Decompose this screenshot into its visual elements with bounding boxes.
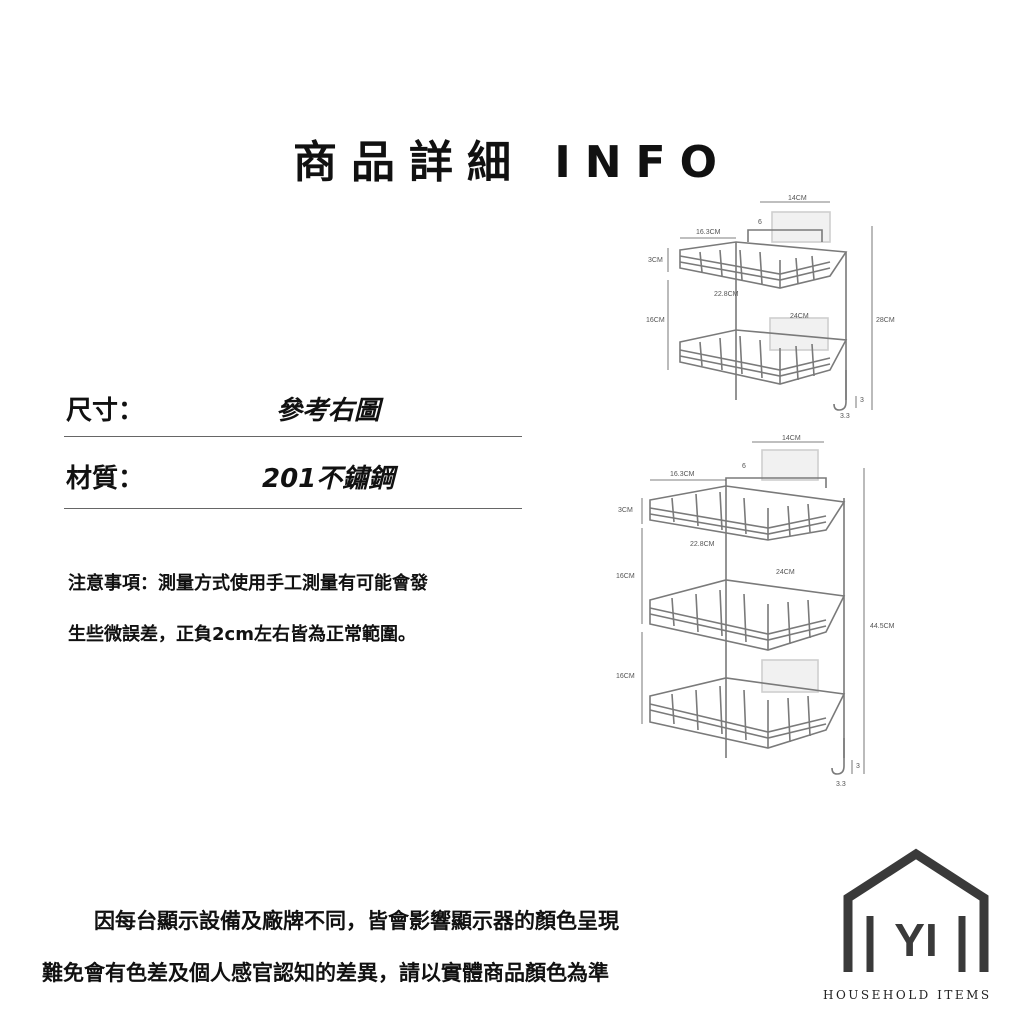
dim-2-gap: 6 xyxy=(758,219,762,226)
material-value: 201不鏽鋼 xyxy=(262,464,395,494)
dim-3-total-height: 44.5CM xyxy=(870,623,895,630)
dim-3-depth: 16.3CM xyxy=(670,471,695,478)
house-logo-icon: YI xyxy=(843,848,989,972)
measurement-note-line-1: 注意事項：測量方式使用手工測量有可能會發 xyxy=(68,573,428,594)
two-tier-rack-diagram: 14CM 6 16.3CM 3CM 22.8CM 16CM 24CM 28CM … xyxy=(646,195,895,420)
dim-2-depth: 16.3CM xyxy=(696,229,721,236)
dim-2-tier-spacing: 16CM xyxy=(646,317,665,324)
three-tier-rack-diagram: 14CM 6 16.3CM 3CM 22.8CM 16CM 24CM 16CM … xyxy=(616,435,895,788)
logo-letters: YI xyxy=(894,914,937,966)
size-value: 參考右圖 xyxy=(276,396,381,426)
dim-3-length-side: 24CM xyxy=(776,569,795,576)
size-label: 尺寸： xyxy=(66,396,145,426)
dim-2-hook-height: 3 xyxy=(860,397,864,404)
color-disclaimer-line-1: 因每台顯示設備及廠牌不同，皆會影響顯示器的顏色呈現 xyxy=(94,909,619,933)
measurement-note-line-2: 生些微誤差，正負2cm左右皆為正常範圍。 xyxy=(68,624,416,645)
dim-3-rim-height: 3CM xyxy=(618,507,633,514)
dim-3-gap: 6 xyxy=(742,463,746,470)
dim-3-hook-width: 3.3 xyxy=(836,781,846,788)
dim-2-total-height: 28CM xyxy=(876,317,895,324)
page-title: 商品詳細 INFO xyxy=(293,137,731,188)
divider-size xyxy=(64,436,522,437)
dim-2-width-top: 14CM xyxy=(788,195,807,202)
brand-tagline: HOUSEHOLD ITEMS xyxy=(823,988,992,1002)
dim-3-length-front: 22.8CM xyxy=(690,541,715,548)
dim-3-tier-spacing-2: 16CM xyxy=(616,673,635,680)
dim-3-width-top: 14CM xyxy=(782,435,801,442)
material-label: 材質： xyxy=(66,464,145,494)
color-disclaimer-line-2: 難免會有色差及個人感官認知的差異，請以實體商品顏色為準 xyxy=(42,961,609,985)
dim-3-hook-height: 3 xyxy=(856,763,860,770)
divider-material xyxy=(64,508,522,509)
dim-2-hook-width: 3.3 xyxy=(840,413,850,420)
dim-3-tier-spacing-1: 16CM xyxy=(616,573,635,580)
dim-2-rim-height: 3CM xyxy=(648,257,663,264)
dim-2-length-front: 22.8CM xyxy=(714,291,739,298)
dim-2-length-side: 24CM xyxy=(790,313,809,320)
